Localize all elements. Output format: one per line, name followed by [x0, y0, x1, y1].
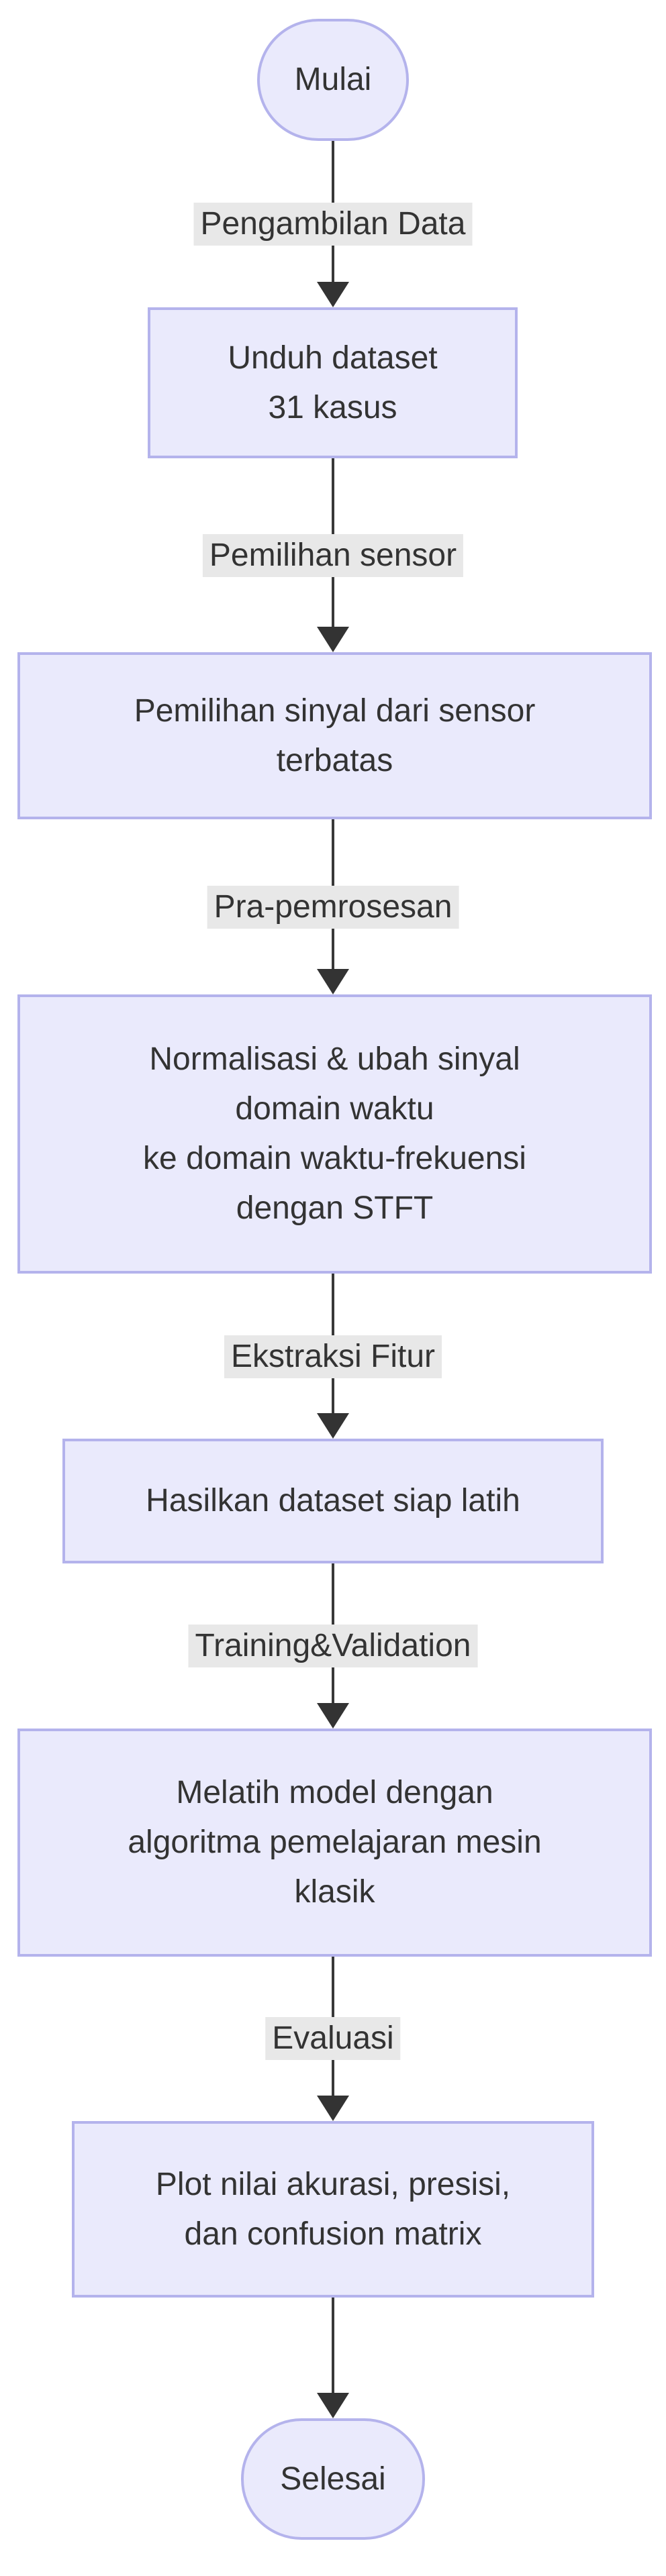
node-label-line: Unduh dataset — [228, 340, 438, 376]
arrowhead-down-icon — [317, 2096, 349, 2121]
node-selesai: Selesai — [241, 2418, 425, 2540]
arrowhead-down-icon — [317, 969, 349, 994]
node-pemilihan-sinyal: Pemilihan sinyal dari sensor terbatas — [17, 652, 652, 819]
node-normalisasi-stft: Normalisasi & ubah sinyal domain waktu k… — [17, 994, 652, 1274]
edge-label-pengambilan-data: Pengambilan Data — [193, 203, 473, 246]
node-label-line: dengan STFT — [236, 1190, 434, 1226]
node-label-line: Plot nilai akurasi, presisi, — [155, 2166, 511, 2202]
edge-label-training-validation: Training&Validation — [188, 1625, 478, 1667]
node-label-line: Normalisasi & ubah sinyal — [149, 1041, 520, 1077]
node-label-line: terbatas — [276, 742, 393, 778]
edge-label-ekstraksi-fitur: Ekstraksi Fitur — [224, 1335, 442, 1378]
node-plot-evaluasi: Plot nilai akurasi, presisi, dan confusi… — [72, 2121, 594, 2298]
node-label-line: Melatih model dengan — [176, 1775, 493, 1810]
node-label-line: 31 kasus — [268, 389, 397, 425]
arrowhead-down-icon — [317, 1413, 349, 1439]
node-melatih-model: Melatih model dengan algoritma pemelajar… — [17, 1729, 652, 1957]
edge-line-plot-selesai — [332, 2298, 334, 2393]
edge-label-pemilihan-sensor: Pemilihan sensor — [202, 534, 464, 577]
node-label-line: Pemilihan sinyal dari sensor — [134, 692, 536, 729]
node-label-line: ke domain waktu-frekuensi — [143, 1141, 526, 1176]
node-label-line: domain waktu — [235, 1091, 434, 1127]
edge-label-pra-pemrosesan: Pra-pemrosesan — [207, 886, 459, 929]
node-label-line: dan confusion matrix — [184, 2216, 482, 2252]
node-label-line: klasik — [294, 1874, 375, 1910]
arrowhead-down-icon — [317, 1703, 349, 1729]
node-hasilkan-dataset: Hasilkan dataset siap latih — [62, 1439, 604, 1563]
arrowhead-down-icon — [317, 2393, 349, 2418]
arrowhead-down-icon — [317, 282, 349, 307]
node-label: Selesai — [280, 2461, 386, 2497]
node-label-line: algoritma pemelajaran mesin — [128, 1824, 542, 1860]
node-label: Hasilkan dataset siap latih — [146, 1483, 520, 1518]
arrowhead-down-icon — [317, 627, 349, 652]
node-mulai: Mulai — [257, 19, 409, 141]
node-unduh-dataset: Unduh dataset 31 kasus — [148, 307, 518, 458]
node-label: Mulai — [294, 62, 372, 97]
edge-label-evaluasi: Evaluasi — [265, 2017, 401, 2060]
